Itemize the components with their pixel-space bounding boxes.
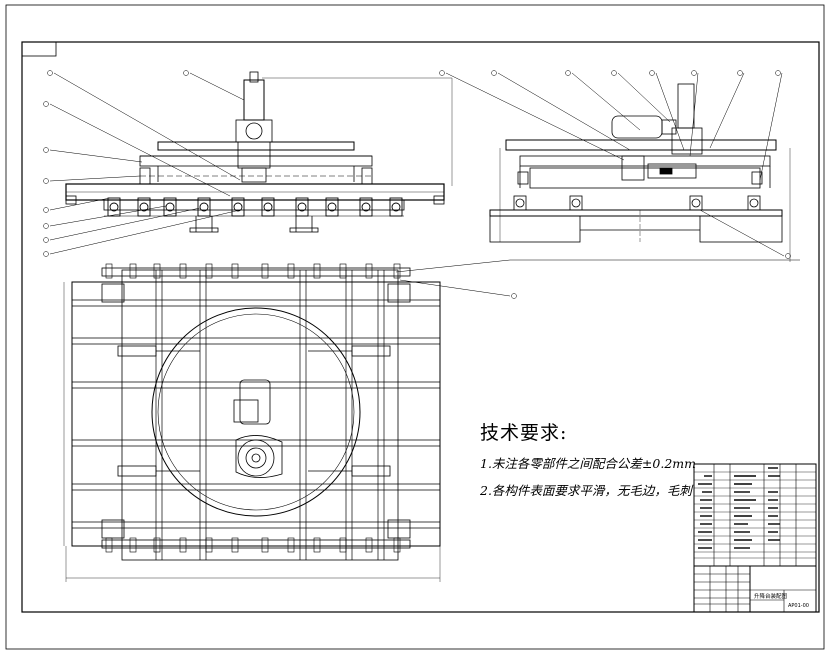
title-block-drawing-name: 升降台装配图	[754, 594, 788, 600]
outer-border	[5, 4, 825, 650]
title-block	[694, 565, 816, 612]
parts-list-table	[693, 463, 817, 613]
plan-view	[63, 263, 441, 582]
side-view-leaders	[439, 70, 791, 259]
technical-requirement-line-1: 1.未注各零部件之间配合公差±0.2mm	[480, 456, 696, 471]
technical-requirements: 技术要求: 1.未注各零部件之间配合公差±0.2mm 2.各构件表面要求平滑，无…	[480, 418, 696, 499]
plan-view-leaders	[395, 259, 800, 299]
title-block-drawing-number: AP01-00	[788, 603, 809, 609]
front-elevation-view	[65, 71, 453, 233]
inner-border	[21, 41, 820, 613]
side-elevation-view	[489, 83, 791, 262]
technical-requirements-title: 技术要求:	[480, 422, 568, 444]
corner-tag	[21, 41, 57, 57]
technical-requirement-line-2: 2.各构件表面要求平滑，无毛边，毛刺	[480, 483, 692, 498]
front-view-leaders	[43, 70, 245, 257]
